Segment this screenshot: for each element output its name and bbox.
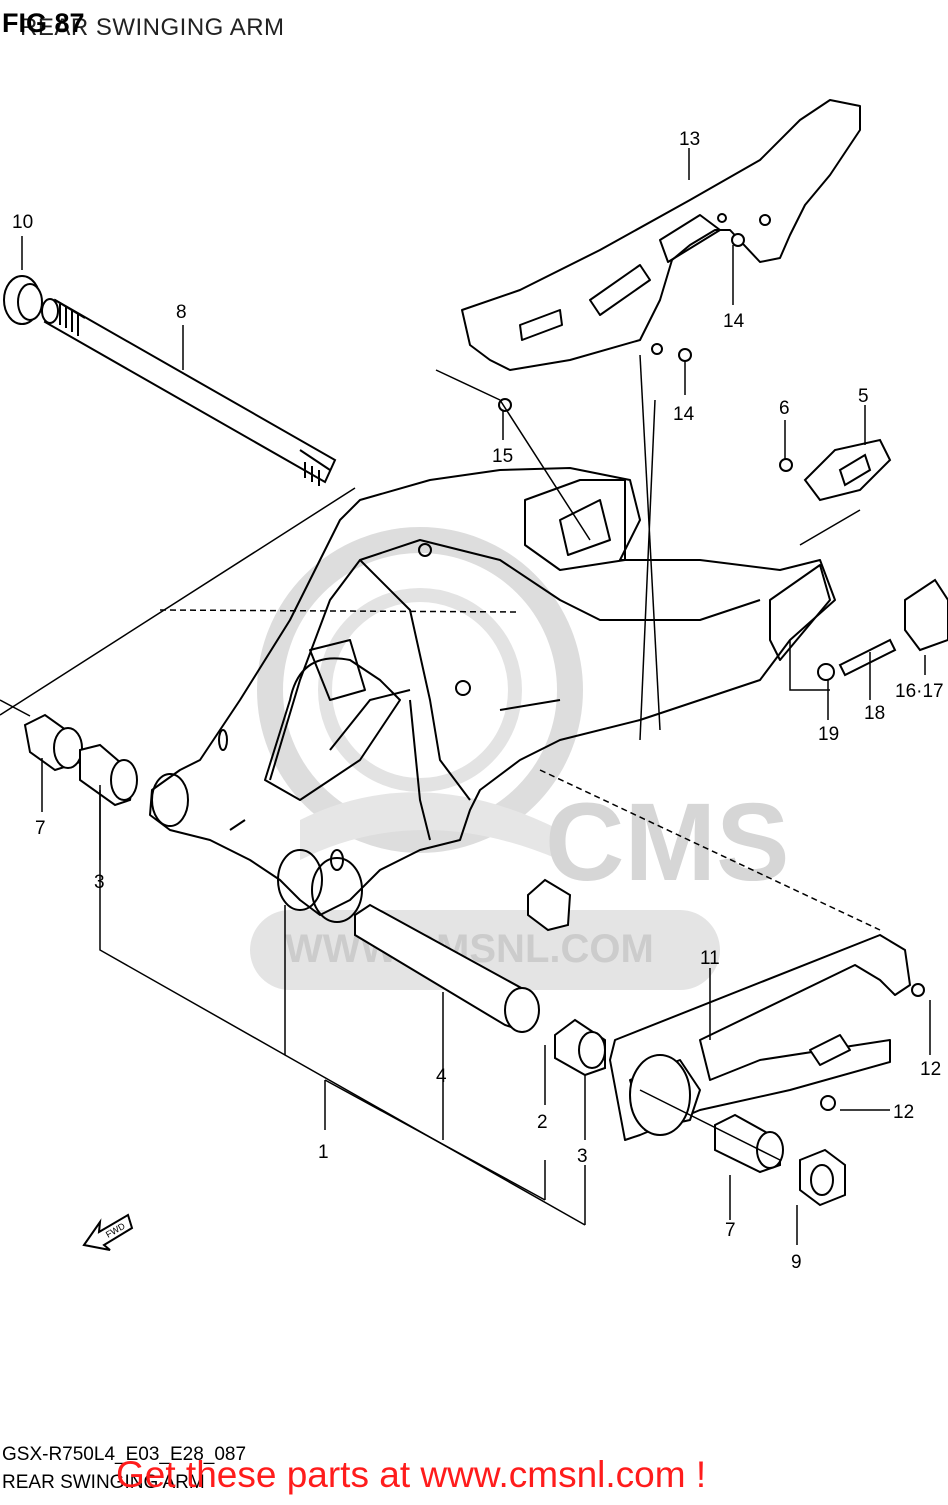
callout-16-17: 16·17 xyxy=(895,681,944,702)
callout-19: 19 xyxy=(818,724,839,745)
page-title: REAR SWINGING ARM xyxy=(20,14,285,41)
callout-8: 8 xyxy=(176,302,187,323)
cta-link[interactable]: Get these parts at www.cmsnl.com ! xyxy=(116,1454,707,1495)
bearing-parts xyxy=(23,713,846,1207)
callout-6: 6 xyxy=(779,398,790,419)
callout-7b: 7 xyxy=(725,1220,736,1241)
fwd-arrow: FWD xyxy=(82,1213,134,1251)
callout-2: 2 xyxy=(537,1112,548,1133)
cms-watermark: CMS WWW.CMSNL.COM xyxy=(250,527,789,990)
callout-5: 5 xyxy=(858,386,869,407)
small-parts xyxy=(498,233,948,1111)
figure-label: FIG 87 xyxy=(2,8,85,38)
callout-14b: 14 xyxy=(673,404,695,425)
callout-15: 15 xyxy=(492,446,513,467)
callout-11: 11 xyxy=(700,948,720,969)
chain-cover xyxy=(461,99,861,371)
callout-12b: 12 xyxy=(893,1102,914,1123)
pivot-shaft xyxy=(41,298,337,486)
watermark-logo: CMS xyxy=(545,781,789,904)
callout-9: 9 xyxy=(791,1252,802,1273)
callout-14a: 14 xyxy=(723,311,745,332)
footer-subtitle: REAR SWINGING ARM xyxy=(2,1472,205,1493)
leader-lines xyxy=(0,148,931,1245)
nut-10 xyxy=(3,275,43,325)
callout-1: 1 xyxy=(318,1142,329,1163)
callout-10: 10 xyxy=(12,212,33,233)
callout-7a: 7 xyxy=(35,818,46,839)
callout-12a: 12 xyxy=(920,1059,941,1080)
callout-18: 18 xyxy=(864,703,885,724)
swing-arm xyxy=(149,467,836,923)
chain-adjuster-plate xyxy=(609,934,911,1141)
model-code: GSX-R750L4_E03_E28_087 xyxy=(2,1444,247,1465)
callout-13: 13 xyxy=(679,129,700,150)
callout-3b: 3 xyxy=(577,1146,588,1167)
callout-4: 4 xyxy=(436,1066,447,1087)
callout-numbers: 1 2 3 3 4 5 6 7 7 8 9 10 11 12 12 13 14 … xyxy=(12,129,944,1273)
callout-3a: 3 xyxy=(94,872,105,893)
